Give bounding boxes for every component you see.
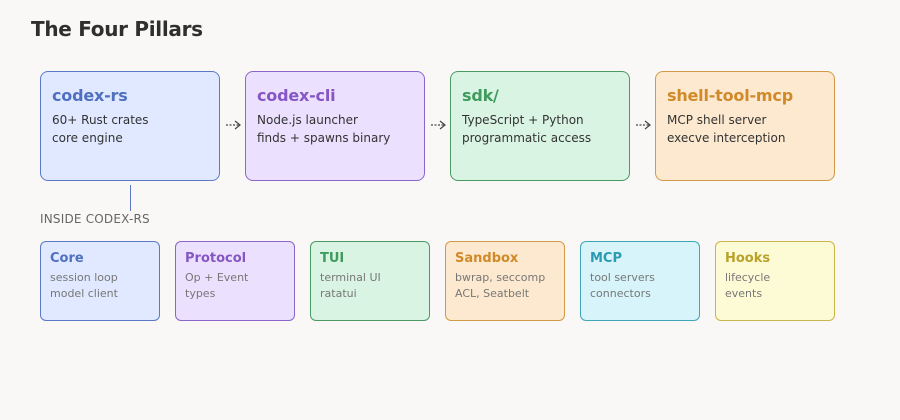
section-label: INSIDE CODEX-RS [40, 212, 150, 226]
module-protocol: Protocol Op + Event types [175, 241, 295, 321]
module-name: Core [50, 251, 84, 266]
pillar-codex-cli: codex-cli Node.js launcher finds + spawn… [245, 71, 425, 181]
arrow-right-icon [431, 120, 446, 130]
module-mcp: MCP tool servers connectors [580, 241, 700, 321]
module-line: ACL, Seatbelt [455, 287, 530, 300]
module-core: Core session loop model client [40, 241, 160, 321]
pillar-shell-tool-mcp: shell-tool-mcp MCP shell server execve i… [655, 71, 835, 181]
module-line: model client [50, 287, 118, 300]
pillar-line: 60+ Rust crates [52, 113, 149, 127]
module-sandbox: Sandbox bwrap, seccomp ACL, Seatbelt [445, 241, 565, 321]
pillar-name: codex-cli [257, 86, 336, 105]
module-name: TUI [320, 251, 345, 266]
pillar-name: sdk/ [462, 86, 499, 105]
module-line: bwrap, seccomp [455, 271, 546, 284]
pillar-line: core engine [52, 131, 123, 145]
module-name: MCP [590, 251, 623, 266]
module-tui: TUI terminal UI ratatui [310, 241, 430, 321]
module-name: Hooks [725, 251, 771, 266]
module-line: terminal UI [320, 271, 381, 284]
module-line: Op + Event [185, 271, 249, 284]
module-line: session loop [50, 271, 118, 284]
pillar-line: Node.js launcher [257, 113, 358, 127]
pillar-line: execve interception [667, 131, 786, 145]
connector-line [130, 185, 131, 211]
pillar-line: finds + spawns binary [257, 131, 391, 145]
pillar-name: codex-rs [52, 86, 128, 105]
pillar-line: TypeScript + Python [462, 113, 584, 127]
pillar-line: MCP shell server [667, 113, 767, 127]
module-name: Protocol [185, 251, 247, 266]
page-title: The Four Pillars [31, 17, 203, 41]
module-line: ratatui [320, 287, 357, 300]
module-line: tool servers [590, 271, 655, 284]
module-line: connectors [590, 287, 651, 300]
module-name: Sandbox [455, 251, 519, 266]
pillar-line: programmatic access [462, 131, 592, 145]
module-line: events [725, 287, 763, 300]
arrow-right-icon [636, 120, 651, 130]
pillar-sdk: sdk/ TypeScript + Python programmatic ac… [450, 71, 630, 181]
module-hooks: Hooks lifecycle events [715, 241, 835, 321]
module-line: lifecycle [725, 271, 771, 284]
module-line: types [185, 287, 216, 300]
pillar-name: shell-tool-mcp [667, 86, 793, 105]
pillar-codex-rs: codex-rs 60+ Rust crates core engine [40, 71, 220, 181]
arrow-right-icon [226, 120, 241, 130]
